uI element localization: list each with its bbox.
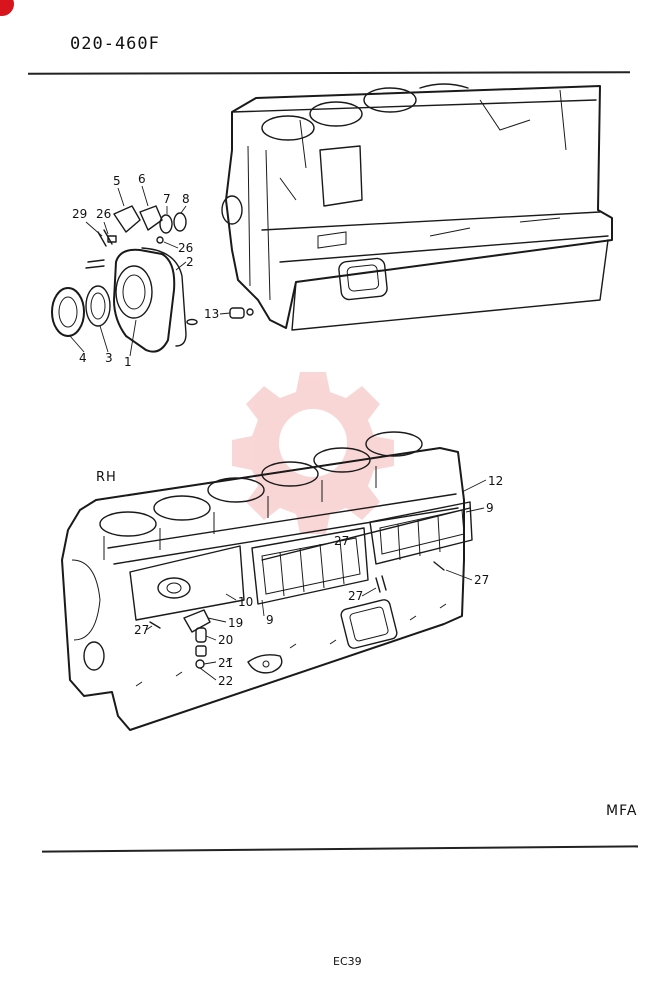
callout-5: 5 [113, 174, 121, 188]
callout-7: 7 [163, 192, 171, 206]
rear-cover-parts [51, 205, 254, 353]
lower-cylinder-block [61, 431, 473, 731]
watermark-gear [232, 372, 394, 534]
page-number: EC39 [333, 955, 362, 968]
callout-26: 26 [178, 241, 193, 255]
callout-9: 9 [486, 501, 494, 515]
upper-cylinder-block [221, 83, 613, 331]
callout-27: 27 [334, 534, 349, 548]
callout-21: 21 [218, 656, 233, 670]
callout-13: 13 [204, 307, 219, 321]
callout-2: 2 [186, 255, 194, 269]
leader-lines [69, 185, 487, 681]
callout-12: 12 [488, 474, 503, 488]
callout-labels: 1 2 3 4 5 6 7 8 9 9 10 12 13 19 20 21 22… [72, 172, 503, 688]
callout-29: 29 [72, 207, 87, 221]
callout-3: 3 [105, 351, 113, 365]
callout-8: 8 [182, 192, 190, 206]
callout-27: 27 [348, 589, 363, 603]
callout-27: 27 [474, 573, 489, 587]
callout-26: 26 [96, 207, 111, 221]
callout-1: 1 [124, 355, 132, 369]
corner-marker [0, 0, 14, 16]
callout-9: 9 [266, 613, 274, 627]
callout-4: 4 [79, 351, 87, 365]
callout-22: 22 [218, 674, 233, 688]
callout-10: 10 [238, 595, 253, 609]
callout-6: 6 [138, 172, 146, 186]
model-code: MFA [606, 803, 638, 819]
callout-27: 27 [134, 623, 149, 637]
callout-19: 19 [228, 616, 243, 630]
right-hand-side-label: RH [96, 470, 117, 485]
page-code: 020-460F [70, 34, 160, 54]
callout-20: 20 [218, 633, 233, 647]
